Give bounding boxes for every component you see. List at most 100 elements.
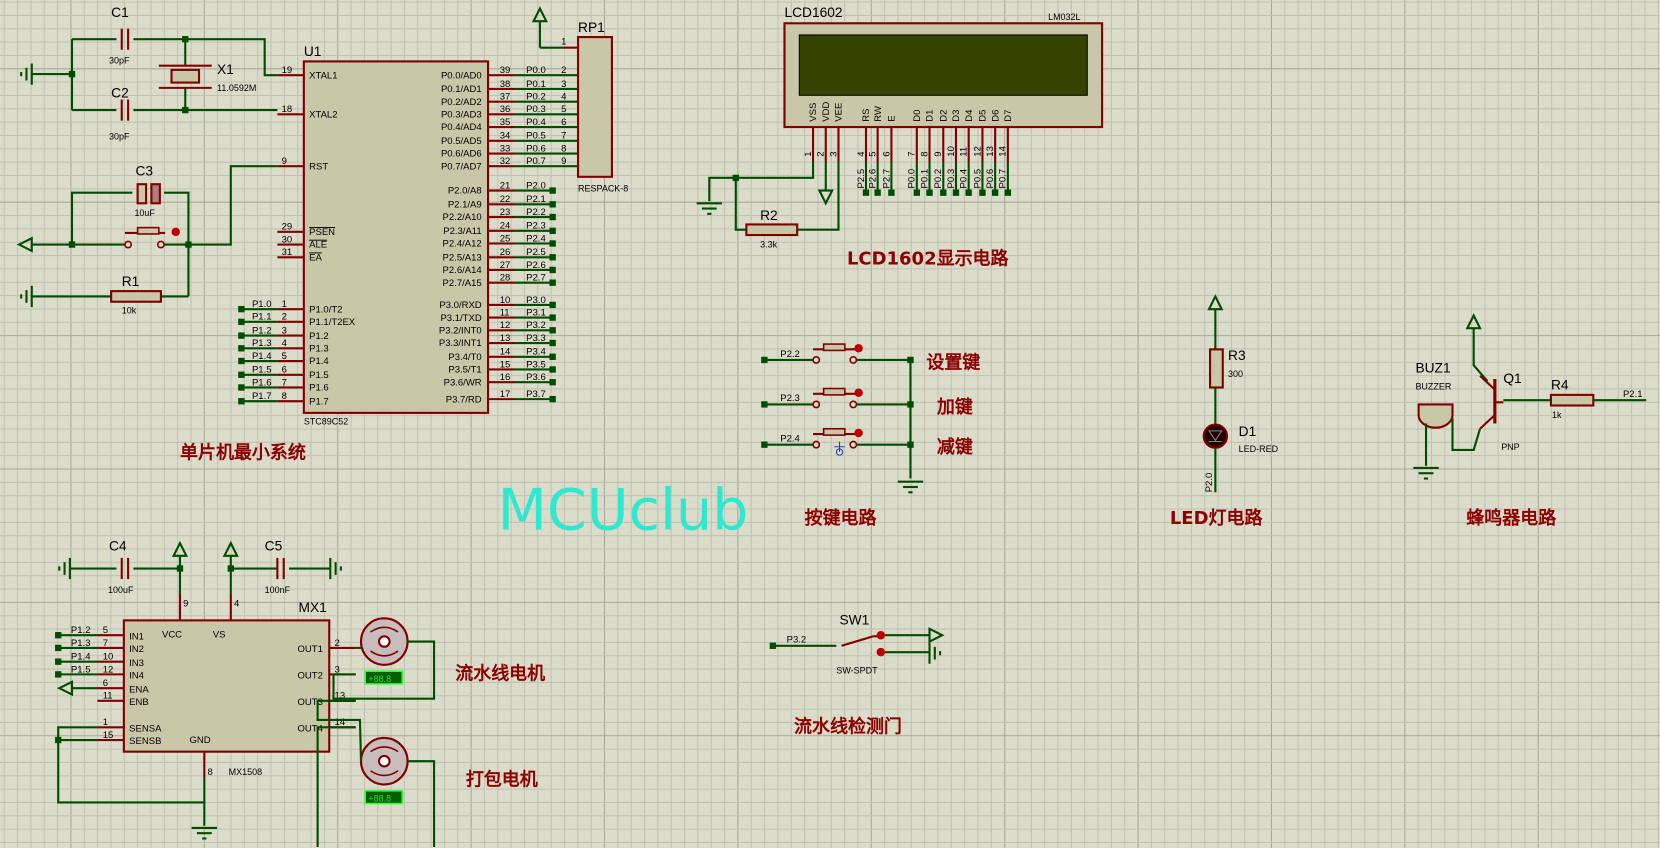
pin-name: D5 (978, 110, 989, 122)
pin-number: 4 (234, 599, 240, 610)
pin-name: P3.3/INT1 (439, 338, 482, 349)
wire (735, 161, 815, 179)
section-label-lcd: LCD1602显示电路 (847, 248, 1010, 270)
pin-name: P3.0/RXD (439, 300, 481, 311)
junction-dot (549, 366, 556, 373)
net-label: P3.6 (526, 372, 546, 383)
u1-ref: U1 (304, 44, 322, 59)
net-label: P2.1 (1623, 389, 1643, 400)
pin-number: 39 (500, 65, 511, 76)
net-label: P2.4 (780, 433, 800, 444)
push-button-2[interactable]: P2.3 (761, 387, 914, 409)
reset-push-button[interactable] (124, 226, 180, 249)
dc-motor-1[interactable]: +88.8 (359, 617, 409, 685)
pin-name: D0 (912, 110, 923, 122)
net-label: P1.4 (71, 652, 91, 663)
section-label-buzzer: 蜂鸣器电路 (1466, 507, 1557, 529)
pin-name: VS (213, 629, 226, 640)
c2-ref: C2 (111, 85, 129, 100)
lcd-screen (798, 34, 1088, 96)
pin-number: 17 (500, 389, 511, 400)
net-label: P1.0 (252, 299, 272, 310)
pin-name: P1.1/T2EX (309, 317, 356, 328)
r2-ref: R2 (760, 208, 778, 223)
net-label: P2.4 (526, 233, 546, 244)
junction-dot (176, 565, 184, 572)
pin-number: 3 (282, 325, 287, 336)
pin-name: P0.4/AD4 (441, 122, 482, 133)
pin-name: E (887, 115, 898, 121)
ground-icon (20, 285, 33, 308)
junction-dot (68, 70, 76, 78)
pin-number: 8 (919, 151, 930, 156)
net-label: P1.7 (252, 391, 272, 402)
wire (164, 191, 190, 297)
pin-name: D4 (964, 109, 975, 122)
net-label: P0.5 (526, 131, 546, 142)
pin-name: RW (873, 106, 884, 122)
sw1-value: SW-SPDT (836, 665, 878, 675)
net-label: P0.7 (526, 156, 546, 167)
pin-name: P2.6/A14 (443, 265, 483, 276)
net-label: P1.5 (71, 664, 91, 675)
power-terminal-icon (1207, 294, 1224, 311)
c1-value: 30pF (109, 56, 130, 66)
junction-dot (55, 644, 62, 652)
push-button-1[interactable]: P2.2 (761, 343, 914, 364)
net-label: P3.1 (526, 307, 546, 318)
pin-name: IN2 (129, 644, 144, 655)
button-label: 减键 (937, 436, 973, 458)
pin-name: P0.1/AD1 (441, 84, 482, 95)
wire (332, 640, 436, 700)
wire (1479, 375, 1496, 391)
pin-name: P3.5/T1 (448, 365, 481, 376)
pin-number: 6 (103, 678, 108, 689)
r4-ref: R4 (1551, 378, 1569, 393)
pin-number: 4 (561, 92, 567, 103)
dc-motor-2[interactable]: +88.8 (359, 736, 409, 805)
motor-driver-mx1[interactable]: MX1MX15085IN1P1.27IN2P1.310IN3P1.412IN4P… (55, 539, 436, 847)
net-label: P1.4 (252, 351, 272, 362)
pin-name: P2.2/A10 (443, 212, 482, 223)
net-label: P2.5 (856, 169, 867, 189)
pin-number: 15 (500, 359, 511, 370)
pin-number: 11 (103, 691, 113, 702)
pin-name: P2.5/A13 (443, 252, 482, 263)
push-button-3[interactable]: P2.4 (761, 427, 914, 449)
net-label: P0.1 (526, 79, 546, 90)
pin-name: VSS (808, 103, 819, 122)
resistor-r3 (1209, 348, 1224, 389)
net-label: P2.1 (526, 194, 546, 205)
x1-value: 11.0592M (217, 83, 256, 93)
net-label: P0.0 (526, 65, 546, 76)
net-label: P3.7 (526, 389, 546, 400)
pin-number: 10 (946, 146, 957, 157)
net-label: P2.7 (526, 273, 546, 284)
pin-number: 8 (282, 391, 287, 402)
pin-number: 2 (816, 151, 827, 156)
junction-dot (68, 241, 76, 248)
junction-dot (549, 395, 556, 403)
c5-ref: C5 (265, 539, 283, 554)
pin-number: 4 (856, 151, 867, 157)
net-label: P0.4 (959, 168, 970, 188)
buz1-value: BUZZER (1415, 382, 1451, 392)
buzzer-icon (1417, 403, 1454, 429)
q1-value: PNP (1501, 442, 1519, 452)
pin-number: 10 (103, 652, 114, 663)
pin-name: SENSA (129, 724, 162, 735)
net-label: P1.1 (252, 312, 272, 323)
pin-number: 27 (500, 260, 511, 271)
pin-name: P2.0/A8 (448, 186, 482, 197)
net-label: P2.3 (780, 393, 800, 404)
watermark-logo: MCUclub (498, 477, 749, 543)
net-label: P0.6 (985, 169, 996, 189)
